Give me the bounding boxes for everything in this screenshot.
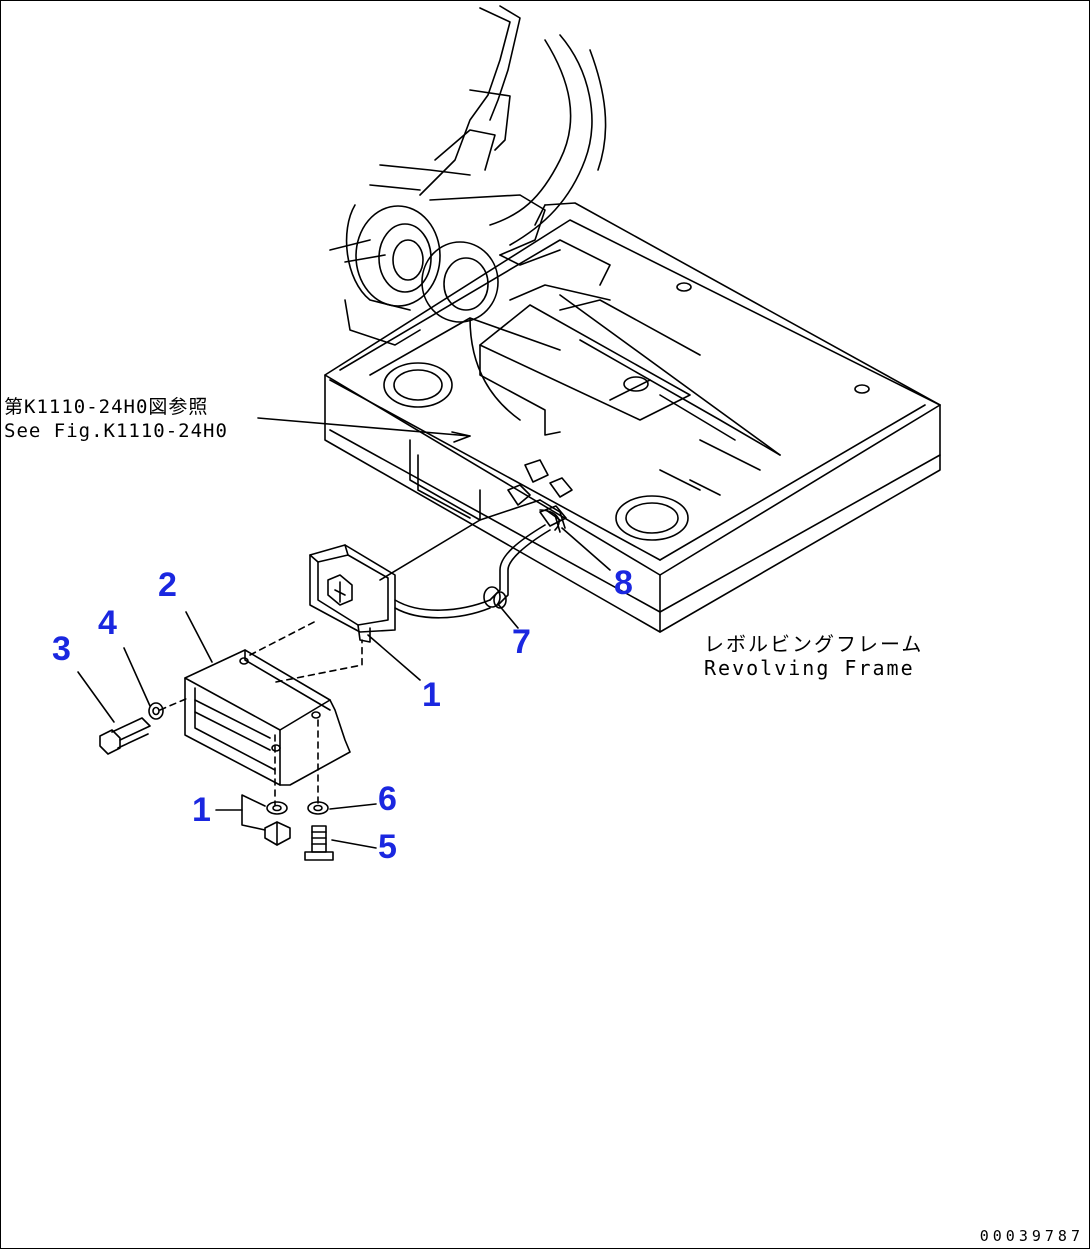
reference-arrow <box>452 432 470 442</box>
callout-washer: 4 <box>98 604 117 642</box>
drawing-number: 00039787 <box>979 1227 1084 1245</box>
boom-bracket-drawing <box>330 6 606 345</box>
frame-label-en: Revolving Frame <box>704 656 915 680</box>
assembly-lines <box>160 620 362 805</box>
callout-connector: 8 <box>614 564 633 602</box>
frame-label-jp: レボルビングフレーム <box>704 632 924 656</box>
connector-drawing <box>540 506 566 526</box>
callout-bracket: 2 <box>158 566 177 604</box>
lamp-bracket-drawing <box>185 650 350 785</box>
hardware-drawing <box>100 703 333 860</box>
callout-nut: 1 <box>192 791 211 829</box>
callout-lower-bolt: 5 <box>378 828 397 866</box>
callout-work-lamp: 1 <box>422 676 441 714</box>
cable-grommet-drawing <box>484 525 550 608</box>
revolving-frame-drawing <box>325 203 940 632</box>
callout-lower-washer: 6 <box>378 780 397 818</box>
callout-leaders <box>78 528 610 848</box>
reference-note-jp: 第K1110-24H0図参照 <box>4 396 209 418</box>
callout-grommet: 7 <box>512 623 531 661</box>
reference-leader-line <box>258 418 470 436</box>
callout-bolt: 3 <box>52 630 71 668</box>
reference-note-en: See Fig.K1110-24H0 <box>4 420 228 442</box>
work-lamp-drawing <box>310 500 540 642</box>
